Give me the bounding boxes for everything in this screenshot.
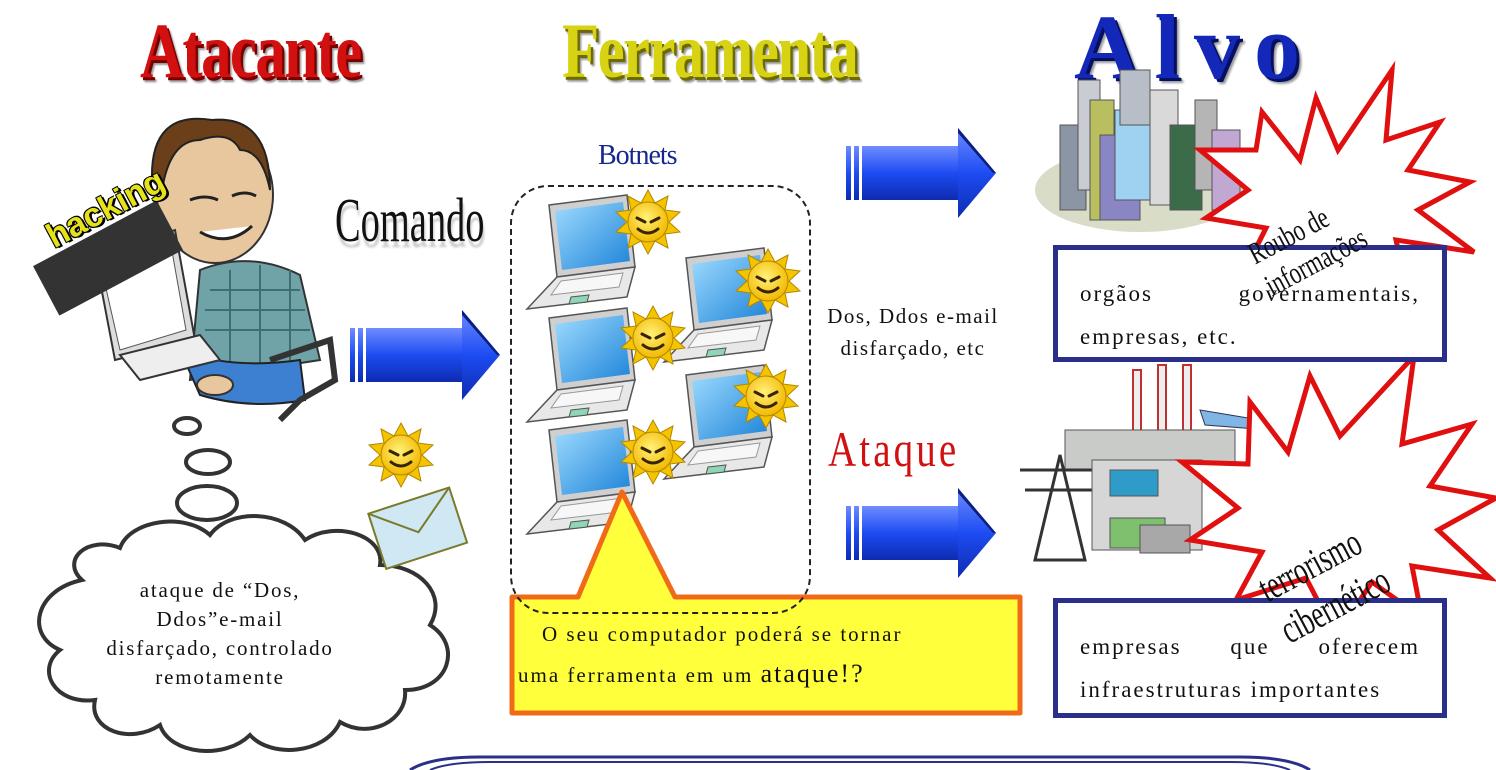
botnets-label: Botnets	[598, 140, 678, 171]
bottom-banner-shape	[409, 755, 1311, 770]
command-arrow	[350, 310, 500, 400]
box2-line2: infraestruturas importantes	[1080, 677, 1382, 702]
target-heading: Alvo	[1074, 0, 1314, 98]
infrastructure-target-box: empresas que oferecem infraestruturas im…	[1053, 598, 1447, 718]
cloud-line4: remotamente	[155, 665, 285, 689]
thought-bubbles	[172, 416, 239, 522]
callout-line2: uma ferramenta em um ataque!?	[518, 654, 1018, 695]
callout-line1: O seu computador poderá se tornar	[542, 622, 903, 646]
cloud-line3: disfarçado, controlado	[106, 636, 334, 660]
callout-line2-prefix: uma ferramenta em um	[518, 663, 761, 687]
dos-label-line2: disfarçado, etc	[840, 336, 986, 360]
data-theft-burst-shape	[1193, 60, 1478, 303]
command-label: Comando	[335, 187, 485, 255]
government-target-box: orgãos governamentais, empresas, etc.	[1053, 245, 1447, 362]
box1-line2: empresas, etc.	[1080, 324, 1238, 349]
dos-label: Dos, Ddos e-mail disfarçado, etc	[808, 300, 1018, 364]
hacker-illustration	[33, 117, 339, 423]
callout-shape	[509, 489, 1023, 716]
callout-text: O seu computador poderá se tornar uma fe…	[518, 614, 1018, 695]
attacker-heading: Atacante	[140, 7, 362, 94]
target2-arrow	[846, 488, 996, 578]
tool-heading: Ferramenta	[562, 7, 859, 94]
cyberterrorism-burst-shape	[1174, 348, 1496, 641]
target1-arrow	[846, 128, 996, 218]
box1-line1: orgãos governamentais,	[1080, 281, 1420, 306]
box2-line1: empresas que oferecem	[1080, 634, 1420, 659]
cloud-line1: ataque de “Dos,	[139, 578, 301, 602]
envelope-icon	[367, 486, 469, 571]
cloud-text: ataque de “Dos, Ddos”e-mail disfarçado, …	[90, 576, 350, 692]
botnet-container	[510, 185, 811, 614]
callout-emphasis: ataque!?	[760, 659, 865, 688]
city-illustration	[1035, 69, 1245, 232]
infected-mail-sun-icon	[367, 421, 435, 489]
cloud-line2: Ddos”e-mail	[156, 607, 284, 631]
cloud-shape	[37, 514, 450, 753]
attack-label: Ataque	[828, 421, 960, 477]
dos-label-line1: Dos, Ddos e-mail	[827, 304, 999, 328]
